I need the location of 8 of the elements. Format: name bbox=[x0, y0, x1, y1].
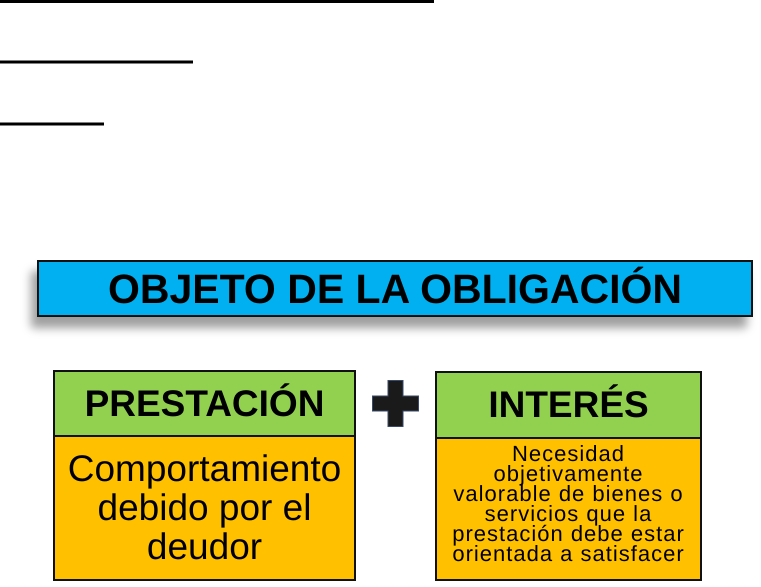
title-banner bbox=[37, 260, 753, 317]
card-heading: INTERÉS bbox=[488, 385, 649, 425]
banner-title: OBJETO DE LA OBLIGACIÓN bbox=[108, 266, 682, 310]
card-description: Comportamiento debido por el deudor bbox=[66, 448, 342, 566]
concept-card bbox=[53, 370, 356, 581]
concept-card bbox=[435, 371, 702, 581]
card-heading: PRESTACIÓN bbox=[84, 384, 324, 424]
card-description: Necesidad objetivamente valorable de bienes o servicios que la prestación debe estar orientada a satisfacer bbox=[451, 444, 686, 564]
